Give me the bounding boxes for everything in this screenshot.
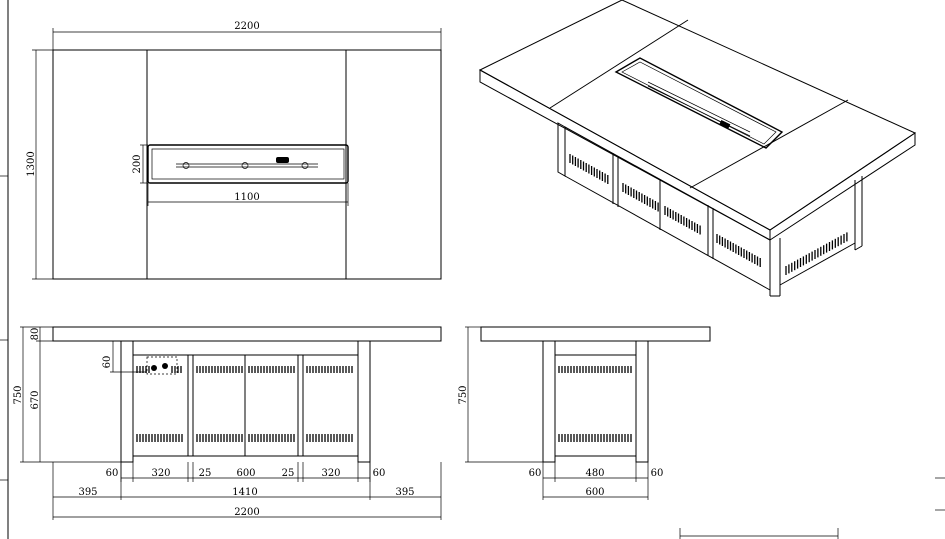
top-depth-dim: 1300 xyxy=(26,151,37,176)
front-overhang-left-dim: 395 xyxy=(78,487,97,498)
burner-length-dim: 1100 xyxy=(234,192,259,203)
side-height-dim: 750 xyxy=(458,385,469,404)
isometric-view xyxy=(478,0,917,297)
front-overhang-right-dim: 395 xyxy=(395,487,414,498)
side-seg-1: 60 xyxy=(529,468,542,479)
front-seg-6: 320 xyxy=(321,468,340,479)
front-view: 80 750 670 60 60 320 25 600 25 320 60 39… xyxy=(13,326,442,520)
front-seg-5: 25 xyxy=(282,468,295,479)
front-vent-slots xyxy=(136,366,353,442)
front-seg-4: 600 xyxy=(236,468,255,479)
side-view: 750 60 480 60 600 xyxy=(458,326,711,500)
side-vent-slots xyxy=(558,366,632,442)
burner-depth-dim: 200 xyxy=(132,154,143,173)
front-seg-2: 320 xyxy=(151,468,170,479)
side-seg-2: 480 xyxy=(585,468,604,479)
front-seg-3: 25 xyxy=(199,468,212,479)
top-width-dim: 2200 xyxy=(234,21,259,32)
top-view: 2200 1300 200 1100 xyxy=(26,21,442,280)
front-body-height-dim: 670 xyxy=(30,390,41,409)
iso-vent-slots xyxy=(569,154,848,275)
side-frame-width-dim: 600 xyxy=(585,487,604,498)
front-seg-1: 60 xyxy=(106,468,119,479)
front-panel-offset-dim: 60 xyxy=(102,356,113,369)
front-total-width-dim: 2200 xyxy=(234,507,259,518)
front-top-thickness-dim: 80 xyxy=(30,328,41,341)
front-total-height-dim: 750 xyxy=(13,385,24,404)
front-seg-7: 60 xyxy=(373,468,386,479)
front-frame-width-dim: 1410 xyxy=(232,487,257,498)
burner-tray xyxy=(147,144,349,184)
side-seg-3: 60 xyxy=(651,468,664,479)
